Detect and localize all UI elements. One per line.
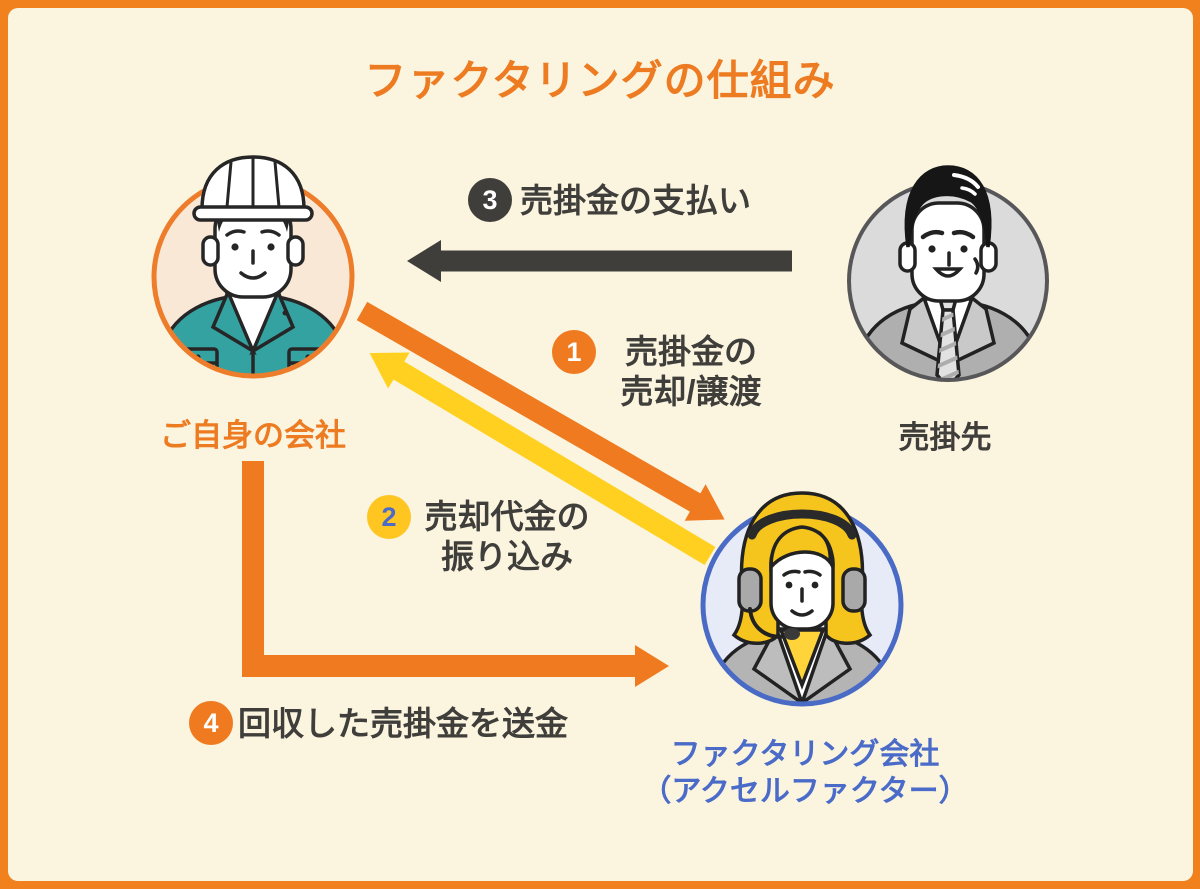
step-2-label-line2: 振り込み [441,538,573,575]
construction-worker-icon [151,155,355,379]
step-1-label: 売掛金の 売却/譲渡 [596,332,786,412]
factoring-company-label-line2: （アクセルファクター） [641,775,969,808]
step-3-label: 売掛金の支払い [520,182,751,219]
arrow-step-2-transfer [369,352,716,566]
businessman-icon [847,165,1049,383]
diagram-title: ファクタリングの仕組み [364,57,836,104]
arrow-step-4-remit [242,461,669,687]
step-1-label-line2: 売却/譲渡 [620,373,762,410]
own-company-avatar [143,143,363,394]
step-1-label-line1: 売掛金の [625,333,757,370]
client-label: 売掛先 [898,420,992,455]
arrow-step-1-sale [356,301,725,521]
step-2-label: 売却代金の 振り込み [412,497,602,577]
step-2-label-line1: 売却代金の [424,498,590,535]
step-3-badge: 3 [468,178,512,222]
client-avatar [838,147,1058,398]
call-center-agent-icon [700,491,904,707]
step-4-badge: 4 [189,701,233,745]
factoring-company-label: ファクタリング会社 （アクセルファクター） [630,736,980,810]
step-4-label: 回収した売掛金を送金 [238,705,568,742]
factoring-company-avatar [692,471,912,722]
own-company-label: ご自身の会社 [160,418,346,453]
step-2-badge: 2 [367,495,411,539]
step-1-badge: 1 [552,330,596,374]
factoring-company-label-line1: ファクタリング会社 [670,738,940,771]
